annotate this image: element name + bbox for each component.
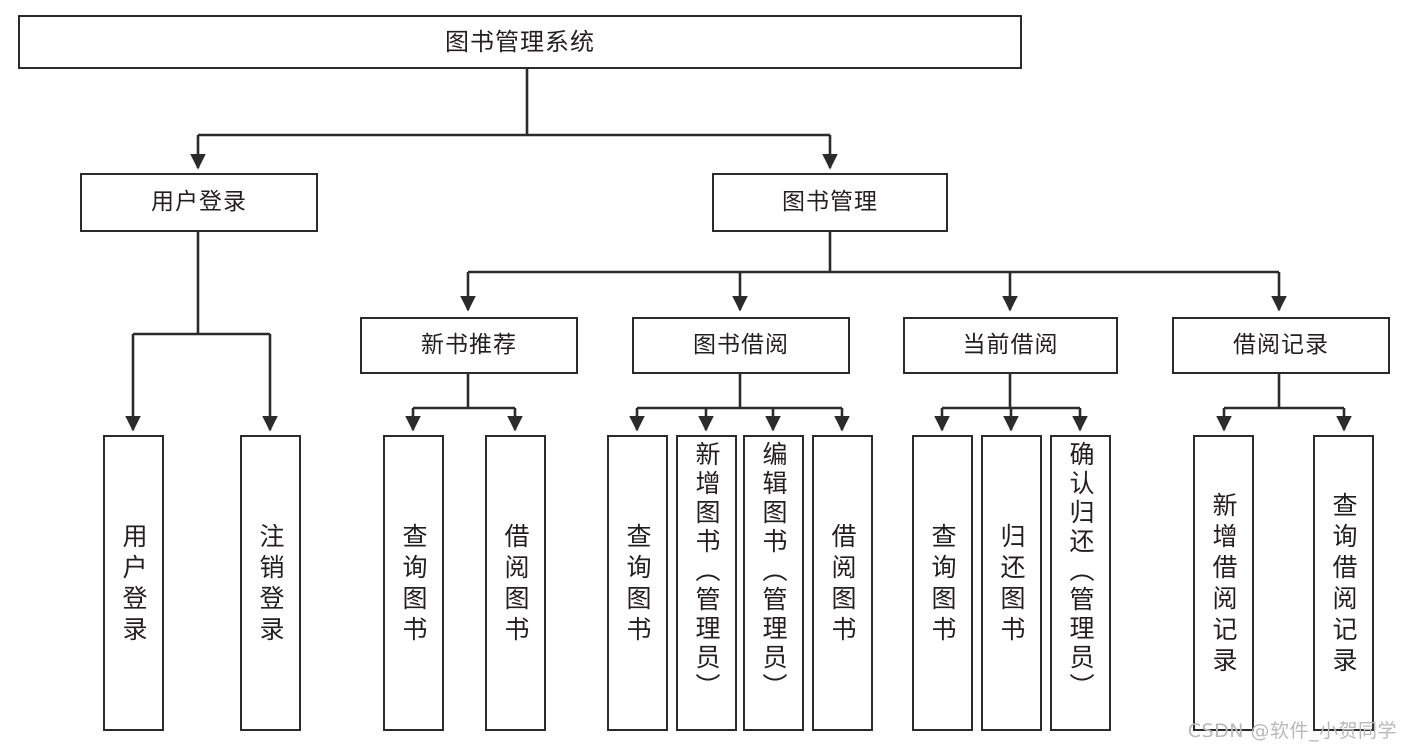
leaf-current-borrow-return[interactable]: 归还图书 — [981, 435, 1042, 731]
leaf-new-book-query-label: 查询图书 — [399, 523, 428, 647]
node-user-login-label: 用户登录 — [151, 188, 247, 215]
leaf-new-book-query[interactable]: 查询图书 — [383, 435, 444, 731]
node-new-book-recommend-label: 新书推荐 — [421, 331, 517, 358]
leaf-current-borrow-query[interactable]: 查询图书 — [912, 435, 973, 731]
node-book-management[interactable]: 图书管理 — [712, 173, 948, 232]
node-book-borrow[interactable]: 图书借阅 — [632, 317, 850, 374]
node-book-management-label: 图书管理 — [782, 188, 878, 215]
leaf-current-borrow-confirm[interactable]: 确认归还（管理员） — [1050, 435, 1111, 731]
leaf-borrow-record-add[interactable]: 新增借阅记录 — [1193, 435, 1254, 731]
leaf-borrow-record-query[interactable]: 查询借阅记录 — [1313, 435, 1374, 731]
leaf-book-borrow-query[interactable]: 查询图书 — [607, 435, 668, 731]
node-current-borrow[interactable]: 当前借阅 — [903, 317, 1118, 374]
leaf-book-borrow-borrow[interactable]: 借阅图书 — [812, 435, 873, 731]
leaf-user-login-login[interactable]: 用户登录 — [103, 435, 164, 731]
watermark-text: CSDN @软件_小贺同学 — [1187, 720, 1397, 742]
leaf-new-book-borrow-label: 借阅图书 — [501, 523, 530, 647]
leaf-user-login-logout[interactable]: 注销登录 — [240, 435, 301, 731]
leaf-current-borrow-query-label: 查询图书 — [928, 523, 957, 647]
node-current-borrow-label: 当前借阅 — [962, 331, 1059, 358]
leaf-borrow-record-query-label: 查询借阅记录 — [1329, 492, 1358, 678]
leaf-book-borrow-query-label: 查询图书 — [623, 523, 652, 647]
node-root-system[interactable]: 图书管理系统 — [18, 15, 1022, 69]
node-borrow-record[interactable]: 借阅记录 — [1172, 317, 1390, 374]
leaf-book-borrow-borrow-label: 借阅图书 — [828, 523, 857, 647]
leaf-book-borrow-add[interactable]: 新增图书（管理员） — [676, 435, 737, 731]
node-borrow-record-label: 借阅记录 — [1233, 331, 1329, 358]
node-new-book-recommend[interactable]: 新书推荐 — [360, 317, 578, 374]
leaf-user-login-login-label: 用户登录 — [119, 523, 148, 647]
leaf-current-borrow-confirm-label: 确认归还（管理员） — [1066, 441, 1095, 702]
leaf-user-login-logout-label: 注销登录 — [256, 523, 285, 647]
node-book-borrow-label: 图书借阅 — [693, 331, 789, 358]
leaf-borrow-record-add-label: 新增借阅记录 — [1209, 492, 1238, 678]
node-user-login[interactable]: 用户登录 — [80, 173, 318, 232]
leaf-book-borrow-edit[interactable]: 编辑图书（管理员） — [743, 435, 804, 731]
leaf-book-borrow-add-label: 新增图书（管理员） — [692, 441, 721, 702]
leaf-book-borrow-edit-label: 编辑图书（管理员） — [759, 441, 788, 702]
leaf-current-borrow-return-label: 归还图书 — [997, 523, 1026, 647]
node-root-system-label: 图书管理系统 — [445, 27, 595, 56]
leaf-new-book-borrow[interactable]: 借阅图书 — [485, 435, 546, 731]
